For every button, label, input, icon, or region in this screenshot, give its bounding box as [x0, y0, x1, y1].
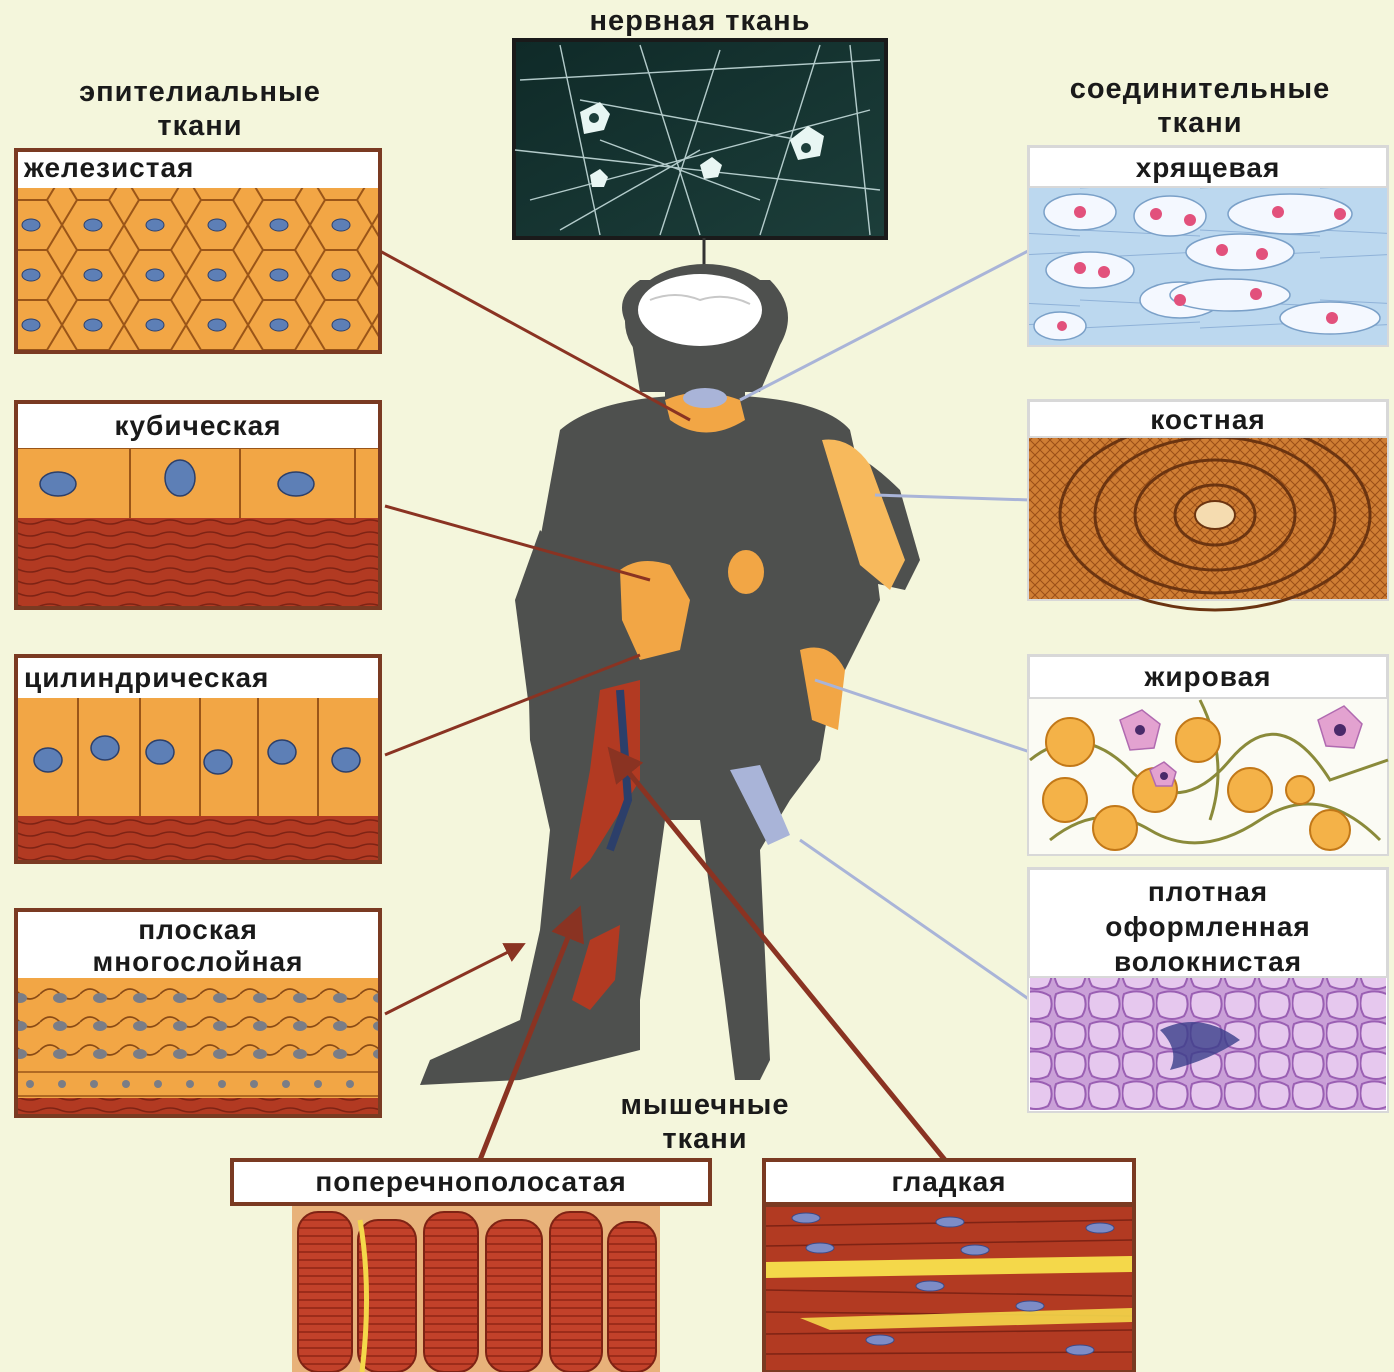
label-dense-line3: волокнистая [1030, 944, 1386, 979]
label-columnar: цилиндрическая [14, 654, 382, 698]
smooth-muscle-image [764, 1205, 1134, 1372]
label-stratified-squamous: плоская многослойная [14, 908, 382, 978]
human-figure-icon [420, 264, 920, 1085]
striated-muscle-image [292, 1205, 660, 1372]
label-dense-line2: оформленная [1030, 909, 1386, 944]
label-striated: поперечнополосатая [230, 1158, 712, 1206]
nervous-tissue-image [514, 40, 886, 238]
label-cartilage: хрящевая [1028, 146, 1388, 188]
label-dense-line1: плотная [1030, 874, 1386, 909]
label-cuboidal: кубическая [14, 400, 382, 448]
label-glandular: железистая [14, 148, 382, 188]
label-bone: костная [1028, 400, 1388, 438]
label-stratified-squamous-line2: многослойная [18, 946, 378, 978]
label-smooth: гладкая [762, 1158, 1136, 1206]
label-stratified-squamous-line1: плоская [18, 914, 378, 946]
label-adipose: жировая [1028, 655, 1388, 699]
label-dense-regular-fibrous: плотная оформленная волокнистая [1028, 868, 1388, 978]
